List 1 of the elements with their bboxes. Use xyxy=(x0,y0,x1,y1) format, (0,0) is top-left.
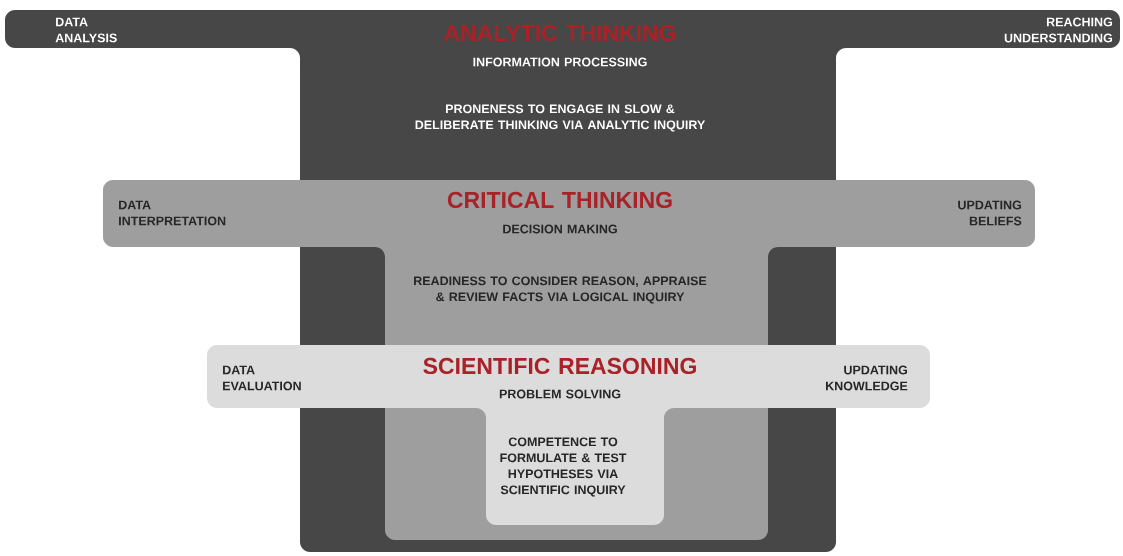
t-shaped-band: DATA EVALUATION SCIENTIFIC REASONING PROBLEM SOLVING UPDATING KNOWLEDGE COMPETENCE TO FORMULATE & TEST HYPOTHESES VIA SCIENTIFIC INQUIRY xyxy=(207,345,930,525)
